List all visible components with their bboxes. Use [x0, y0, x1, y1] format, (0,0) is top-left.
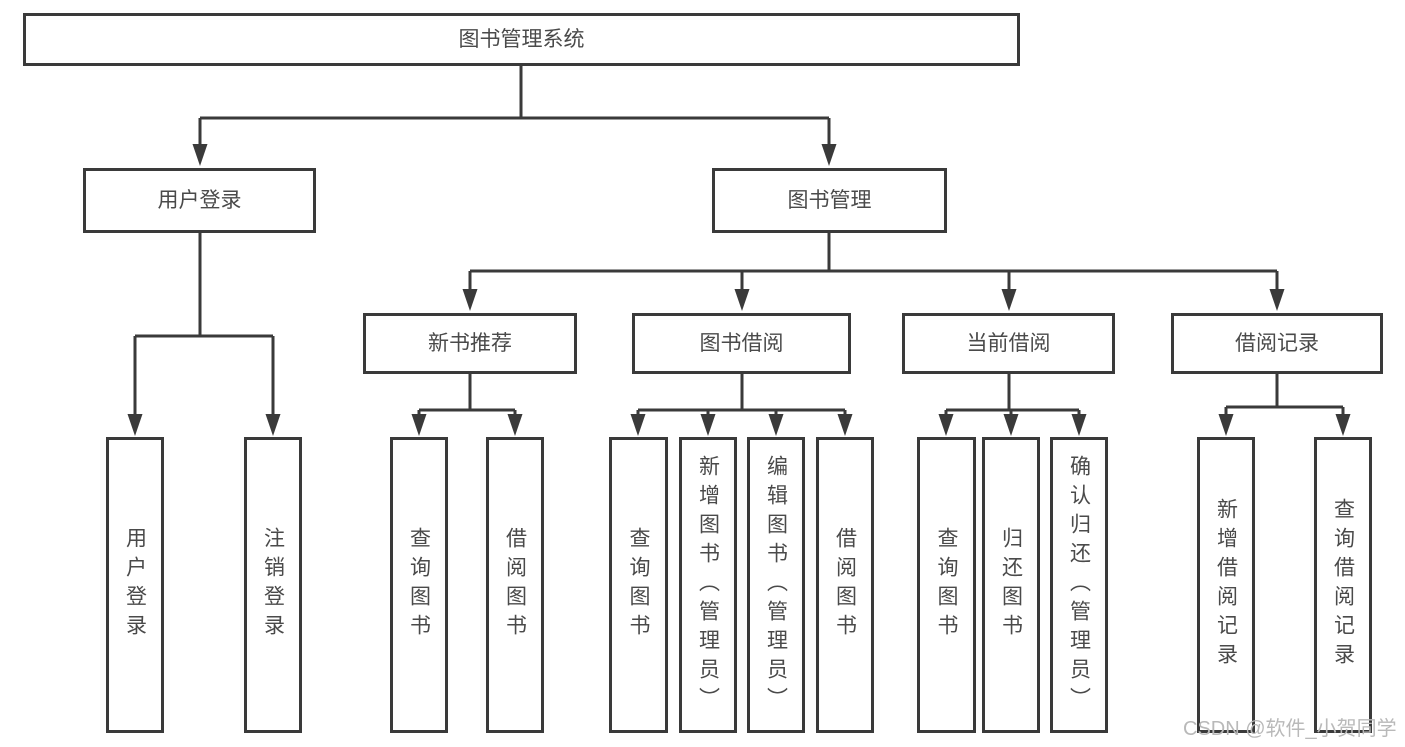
- node-label: 用户登录: [157, 189, 242, 212]
- leaf-query-book-recommend: 查询图书: [390, 437, 448, 733]
- leaf-borrow-book-recommend: 借阅图书: [486, 437, 544, 733]
- node-label: 注销登录: [261, 527, 285, 643]
- node-label: 图书管理系统: [458, 28, 585, 51]
- node-label: 借阅图书: [503, 527, 527, 643]
- leaf-query-book-current: 查询图书: [917, 437, 976, 733]
- node-library-management-system: 图书管理系统: [23, 13, 1020, 66]
- node-label: 归还图书: [999, 527, 1023, 643]
- node-label: 查询借阅记录: [1331, 498, 1355, 672]
- leaf-user-login: 用户登录: [106, 437, 164, 733]
- leaf-confirm-return-admin: 确认归还（管理员）: [1050, 437, 1108, 733]
- node-label: 借阅图书: [833, 527, 857, 643]
- node-label: 查询图书: [627, 527, 650, 643]
- node-current-borrowing: 当前借阅: [902, 313, 1115, 374]
- leaf-query-borrow-record: 查询借阅记录: [1314, 437, 1372, 733]
- leaf-borrow-book: 借阅图书: [816, 437, 874, 733]
- node-book-borrowing: 图书借阅: [632, 313, 851, 374]
- node-label: 查询图书: [407, 527, 431, 643]
- node-book-management: 图书管理: [712, 168, 947, 233]
- node-user-login: 用户登录: [83, 168, 316, 233]
- node-label: 新增图书（管理员）: [696, 454, 720, 716]
- leaf-add-borrow-record: 新增借阅记录: [1197, 437, 1255, 733]
- node-label: 新增借阅记录: [1214, 498, 1238, 672]
- node-new-book-recommendation: 新书推荐: [363, 313, 577, 374]
- leaf-add-book-admin: 新增图书（管理员）: [679, 437, 737, 733]
- node-label: 当前借阅: [966, 332, 1051, 355]
- node-label: 查询图书: [935, 527, 958, 643]
- node-label: 图书管理: [787, 189, 872, 212]
- node-label: 用户登录: [123, 527, 147, 643]
- leaf-edit-book-admin: 编辑图书（管理员）: [747, 437, 805, 733]
- node-label: 图书借阅: [699, 332, 784, 355]
- leaf-return-book: 归还图书: [982, 437, 1040, 733]
- node-label: 编辑图书（管理员）: [764, 454, 788, 716]
- node-borrowing-records: 借阅记录: [1171, 313, 1383, 374]
- leaf-logout: 注销登录: [244, 437, 302, 733]
- leaf-query-book-borrowing: 查询图书: [609, 437, 668, 733]
- node-label: 借阅记录: [1235, 332, 1319, 355]
- node-label: 新书推荐: [428, 332, 512, 355]
- node-label: 确认归还（管理员）: [1067, 454, 1091, 716]
- csdn-watermark: CSDN @软件_小贺同学: [1183, 718, 1397, 740]
